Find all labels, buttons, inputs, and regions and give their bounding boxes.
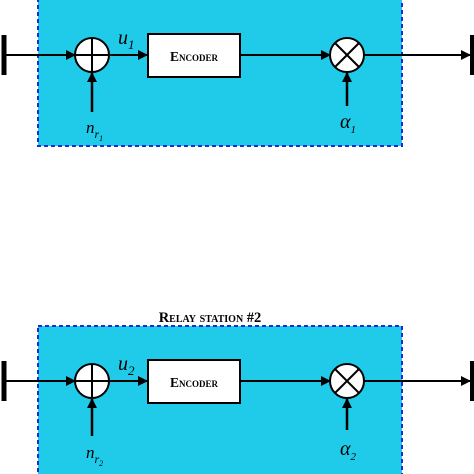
relay-2-adder <box>74 363 110 399</box>
relay-1-encoder-label: Encoder <box>170 49 219 64</box>
relay-2-noise-label: nr2 <box>86 443 103 468</box>
relay-2-title: Relay station #2 <box>159 310 262 326</box>
relay-1-multiplier <box>329 37 365 73</box>
relay-2-encoder-block <box>147 359 241 404</box>
relay-station-2: Relay station #2 nr2 u2 Encoder <box>1 310 474 474</box>
relay-1-encoder-block <box>147 33 241 78</box>
relay-2-encoder-label: Encoder <box>170 375 219 390</box>
relay-2-signal-label: u2 <box>118 353 135 378</box>
relay-1-gain-label: α1 <box>340 111 356 136</box>
relay-station-1: nr1 u1 Encoder α1 <box>1 0 474 147</box>
relay-1-adder <box>74 37 110 73</box>
relay-1-noise-label: nr1 <box>86 118 103 143</box>
relay-1-signal-label: u1 <box>118 27 135 52</box>
relay-2-multiplier <box>329 363 365 399</box>
relay-2-gain-label: α2 <box>340 438 357 463</box>
